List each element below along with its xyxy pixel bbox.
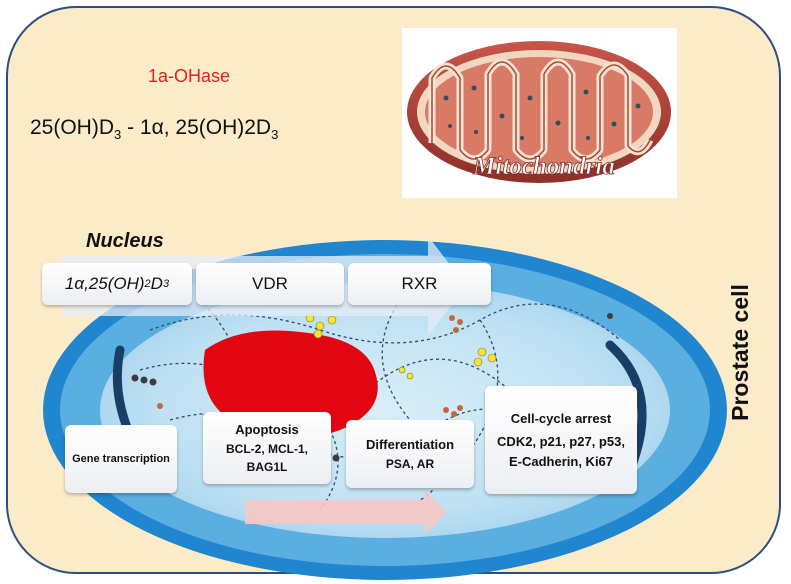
ligand-sub-1: 2 xyxy=(144,278,151,290)
product-subscript: 3 xyxy=(271,127,279,143)
effects-arrow xyxy=(245,490,447,534)
ligand-mid: D xyxy=(150,274,163,293)
nucleus-label: Nucleus xyxy=(86,230,164,252)
apoptosis-items: BCL-2, MCL-1, BAG1L xyxy=(226,441,308,474)
cell-cycle-items: CDK2, p21, p27, p53, E-Cadherin, Ki67 xyxy=(497,434,625,469)
gene-transcription-box: Gene transcription xyxy=(65,425,177,493)
ligand-sub-2: 3 xyxy=(162,278,170,290)
apoptosis-box: Apoptosis BCL-2, MCL-1, BAG1L xyxy=(203,412,331,484)
nucleolus xyxy=(203,330,378,438)
prostate-cell-label-wrap: Prostate cell xyxy=(715,242,765,462)
substrate-base: 25(OH)D xyxy=(30,116,115,139)
receptor-box: VDR xyxy=(196,263,344,305)
differentiation-box: Differentiation PSA, AR xyxy=(346,420,474,488)
mitochondria-granules xyxy=(443,85,641,140)
yellow-granules xyxy=(305,313,497,380)
ligand-base: 1α,25(OH) xyxy=(64,274,145,293)
cell-cycle-title: Cell-cycle arrest xyxy=(510,410,612,426)
pore-band-right xyxy=(605,340,647,470)
conversion-reaction: 25(OH)D3 - 1α, 25(OH)2D3 xyxy=(30,116,278,142)
mitochondria-svg: Mitochondria xyxy=(407,41,671,183)
mitochondria-illustration: Mitochondria xyxy=(402,28,677,198)
prostate-cell-label: Prostate cell xyxy=(726,283,753,421)
apoptosis-title: Apoptosis xyxy=(235,422,299,438)
matrix xyxy=(425,57,653,167)
differentiation-title: Differentiation xyxy=(365,437,455,453)
enzyme-label: 1a-OHase xyxy=(148,66,231,86)
differentiation-items: PSA, AR xyxy=(385,456,435,471)
partner-box: RXR xyxy=(348,263,491,305)
cristae-outline xyxy=(431,61,651,160)
dark-granules xyxy=(131,313,613,462)
substrate-subscript: 3 xyxy=(114,127,122,143)
cell-cycle-arrest-box: Cell-cycle arrest CDK2, p21, p27, p53, E… xyxy=(485,386,637,494)
mitochondria-label: Mitochondria xyxy=(472,153,615,180)
reaction-connector: - 1α, 25(OH)2D xyxy=(121,116,272,139)
